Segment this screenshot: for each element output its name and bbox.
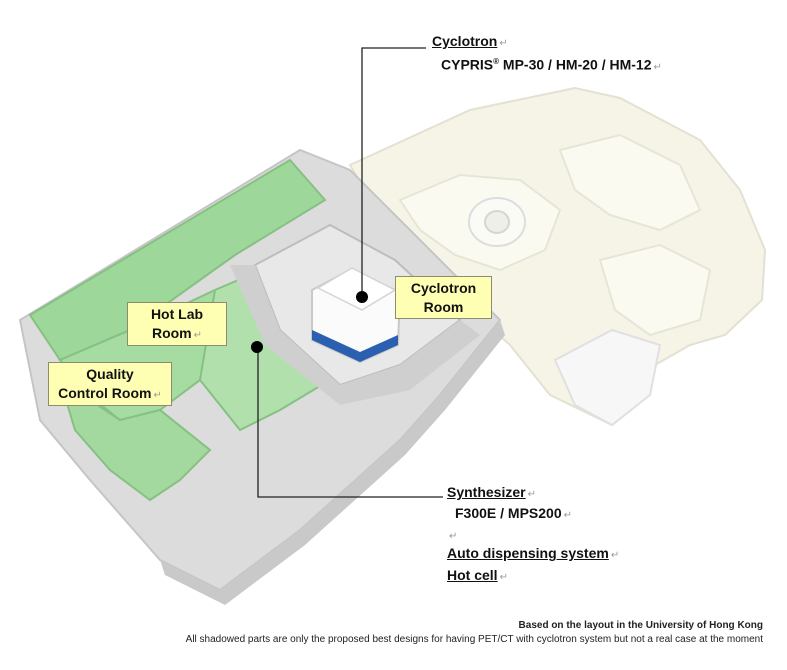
- paragraph-mark: ↵: [153, 390, 162, 401]
- paragraph-mark: ↵: [499, 572, 508, 583]
- synthesizer-annotation: Synthesizer↵: [447, 484, 536, 503]
- leader-lines: [257, 47, 443, 498]
- cyclotron-title: Cyclotron: [432, 33, 498, 49]
- auto-dispensing-title: Auto dispensing system: [447, 545, 609, 561]
- quality-control-room-line2: Control Room↵: [58, 385, 162, 401]
- paragraph-mark: ↵: [193, 330, 203, 341]
- cyclotron-machine: [311, 267, 402, 364]
- footnote-line1: Based on the layout in the University of…: [518, 620, 763, 631]
- cyclotron-room-label: Cyclotron Room: [395, 276, 492, 319]
- cyclotron-annotation: Cyclotron↵: [432, 33, 508, 52]
- synthesizer-marker: [251, 341, 263, 353]
- empty-line: ↵: [447, 526, 457, 545]
- synthesizer-models-line: F300E / MPS200↵: [455, 505, 572, 524]
- paragraph-mark: ↵: [610, 550, 620, 561]
- footnote-line2: All shadowed parts are only the proposed…: [185, 634, 763, 645]
- hot-cell-annotation: Hot cell↵: [447, 567, 508, 586]
- quality-control-room-line1: Quality: [86, 366, 134, 382]
- cyclotron-models: MP-30 / HM-20 / HM-12: [502, 56, 652, 73]
- hot-lab-room-line2: Room↵: [151, 325, 203, 341]
- paragraph-mark: ↵: [563, 510, 573, 521]
- hot-lab-room-line1: Hot Lab: [150, 306, 204, 322]
- registered-mark: ®: [493, 57, 500, 66]
- paragraph-mark: ↵: [499, 38, 508, 49]
- proposed-wing: [348, 86, 767, 427]
- cyclotron-room-line1: Cyclotron: [410, 280, 477, 296]
- synthesizer-title: Synthesizer: [447, 484, 526, 500]
- hot-lab-room-label: Hot Lab Room↵: [127, 302, 227, 346]
- auto-dispensing-annotation: Auto dispensing system↵: [447, 545, 619, 564]
- paragraph-mark: ↵: [449, 531, 458, 542]
- cyclotron-models-line: CYPRIS® MP-30 / HM-20 / HM-12↵: [441, 53, 662, 76]
- hot-cell-title: Hot cell: [447, 567, 498, 583]
- synthesizer-models: F300E / MPS200: [455, 505, 562, 521]
- paragraph-mark: ↵: [527, 489, 536, 500]
- paragraph-mark: ↵: [653, 61, 662, 73]
- cyclotron-brand: CYPRIS: [441, 56, 494, 73]
- cyclotron-room-line2: Room: [423, 299, 464, 315]
- cyclotron-marker: [356, 291, 368, 303]
- quality-control-room-label: Quality Control Room↵: [48, 362, 172, 406]
